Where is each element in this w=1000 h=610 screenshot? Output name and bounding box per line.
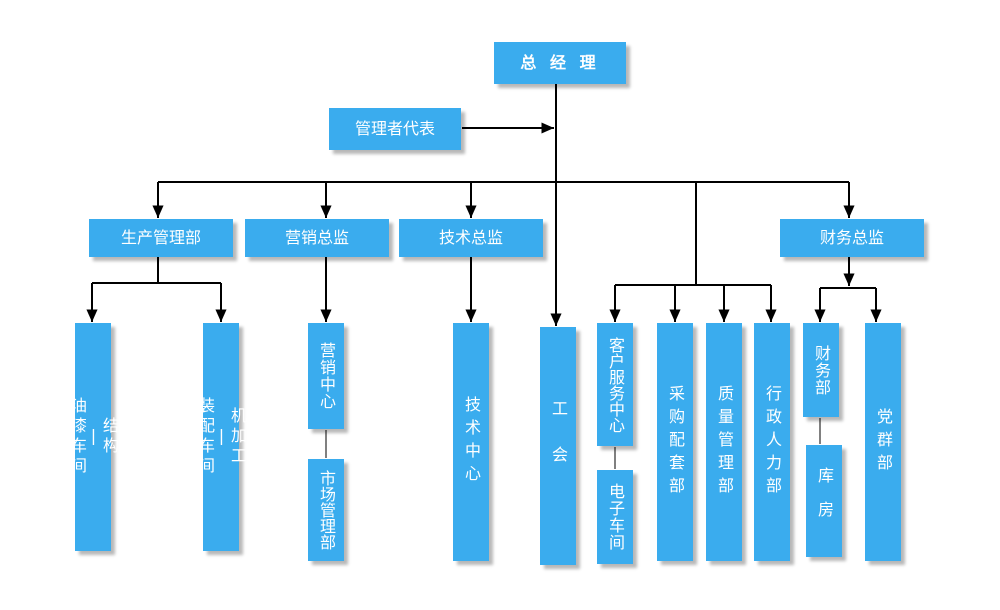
node-market-management-dept: 市场管理部: [308, 459, 344, 561]
node-admin-hr-dept-label: 行政人力部: [763, 384, 782, 500]
node-management-representative: 管理者代表: [329, 108, 461, 150]
node-procurement-dept: 采购配套部: [657, 323, 693, 561]
node-machining-assembly-workshop-label: 机加工 | 装配车间: [196, 397, 247, 477]
node-structure-paint-workshop-label: 结构 | 油漆车间: [68, 397, 119, 477]
node-general-manager: 总 经 理: [494, 42, 626, 84]
node-marketing-director: 营销总监: [245, 219, 389, 257]
node-admin-hr-dept: 行政人力部: [754, 323, 790, 561]
node-tech-center-label: 技术中心: [462, 396, 481, 488]
node-warehouse-label: 库房: [815, 467, 834, 535]
node-tech-director: 技术总监: [399, 219, 543, 257]
node-quality-management-dept: 质量管理部: [706, 323, 742, 561]
node-electronic-workshop-label: 电子车间: [606, 483, 625, 551]
node-machining-assembly-workshop: 机加工 | 装配车间: [196, 323, 247, 551]
node-customer-service-center-label: 客户服务中心: [606, 336, 625, 433]
node-production-dept: 生产管理部: [89, 219, 233, 257]
node-finance-dept: 财务部: [803, 323, 839, 417]
node-marketing-center: 营销中心: [308, 323, 344, 429]
node-marketing-center-label: 营销中心: [317, 342, 336, 410]
node-quality-management-dept-label: 质量管理部: [715, 384, 734, 500]
node-electronic-workshop: 电子车间: [597, 470, 633, 564]
node-party-affairs-dept-label: 党群部: [874, 407, 893, 477]
node-finance-dept-label: 财务部: [812, 344, 831, 396]
node-market-management-dept-label: 市场管理部: [317, 470, 336, 550]
node-structure-paint-workshop: 结构 | 油漆车间: [68, 323, 119, 551]
node-union: 工会: [540, 327, 576, 565]
node-warehouse: 库房: [806, 445, 842, 557]
node-party-affairs-dept: 党群部: [865, 323, 901, 561]
node-finance-director: 财务总监: [780, 219, 924, 257]
node-union-label: 工会: [549, 400, 568, 492]
node-procurement-dept-label: 采购配套部: [666, 384, 685, 500]
node-customer-service-center: 客户服务中心: [597, 323, 633, 446]
node-tech-center: 技术中心: [453, 323, 489, 561]
